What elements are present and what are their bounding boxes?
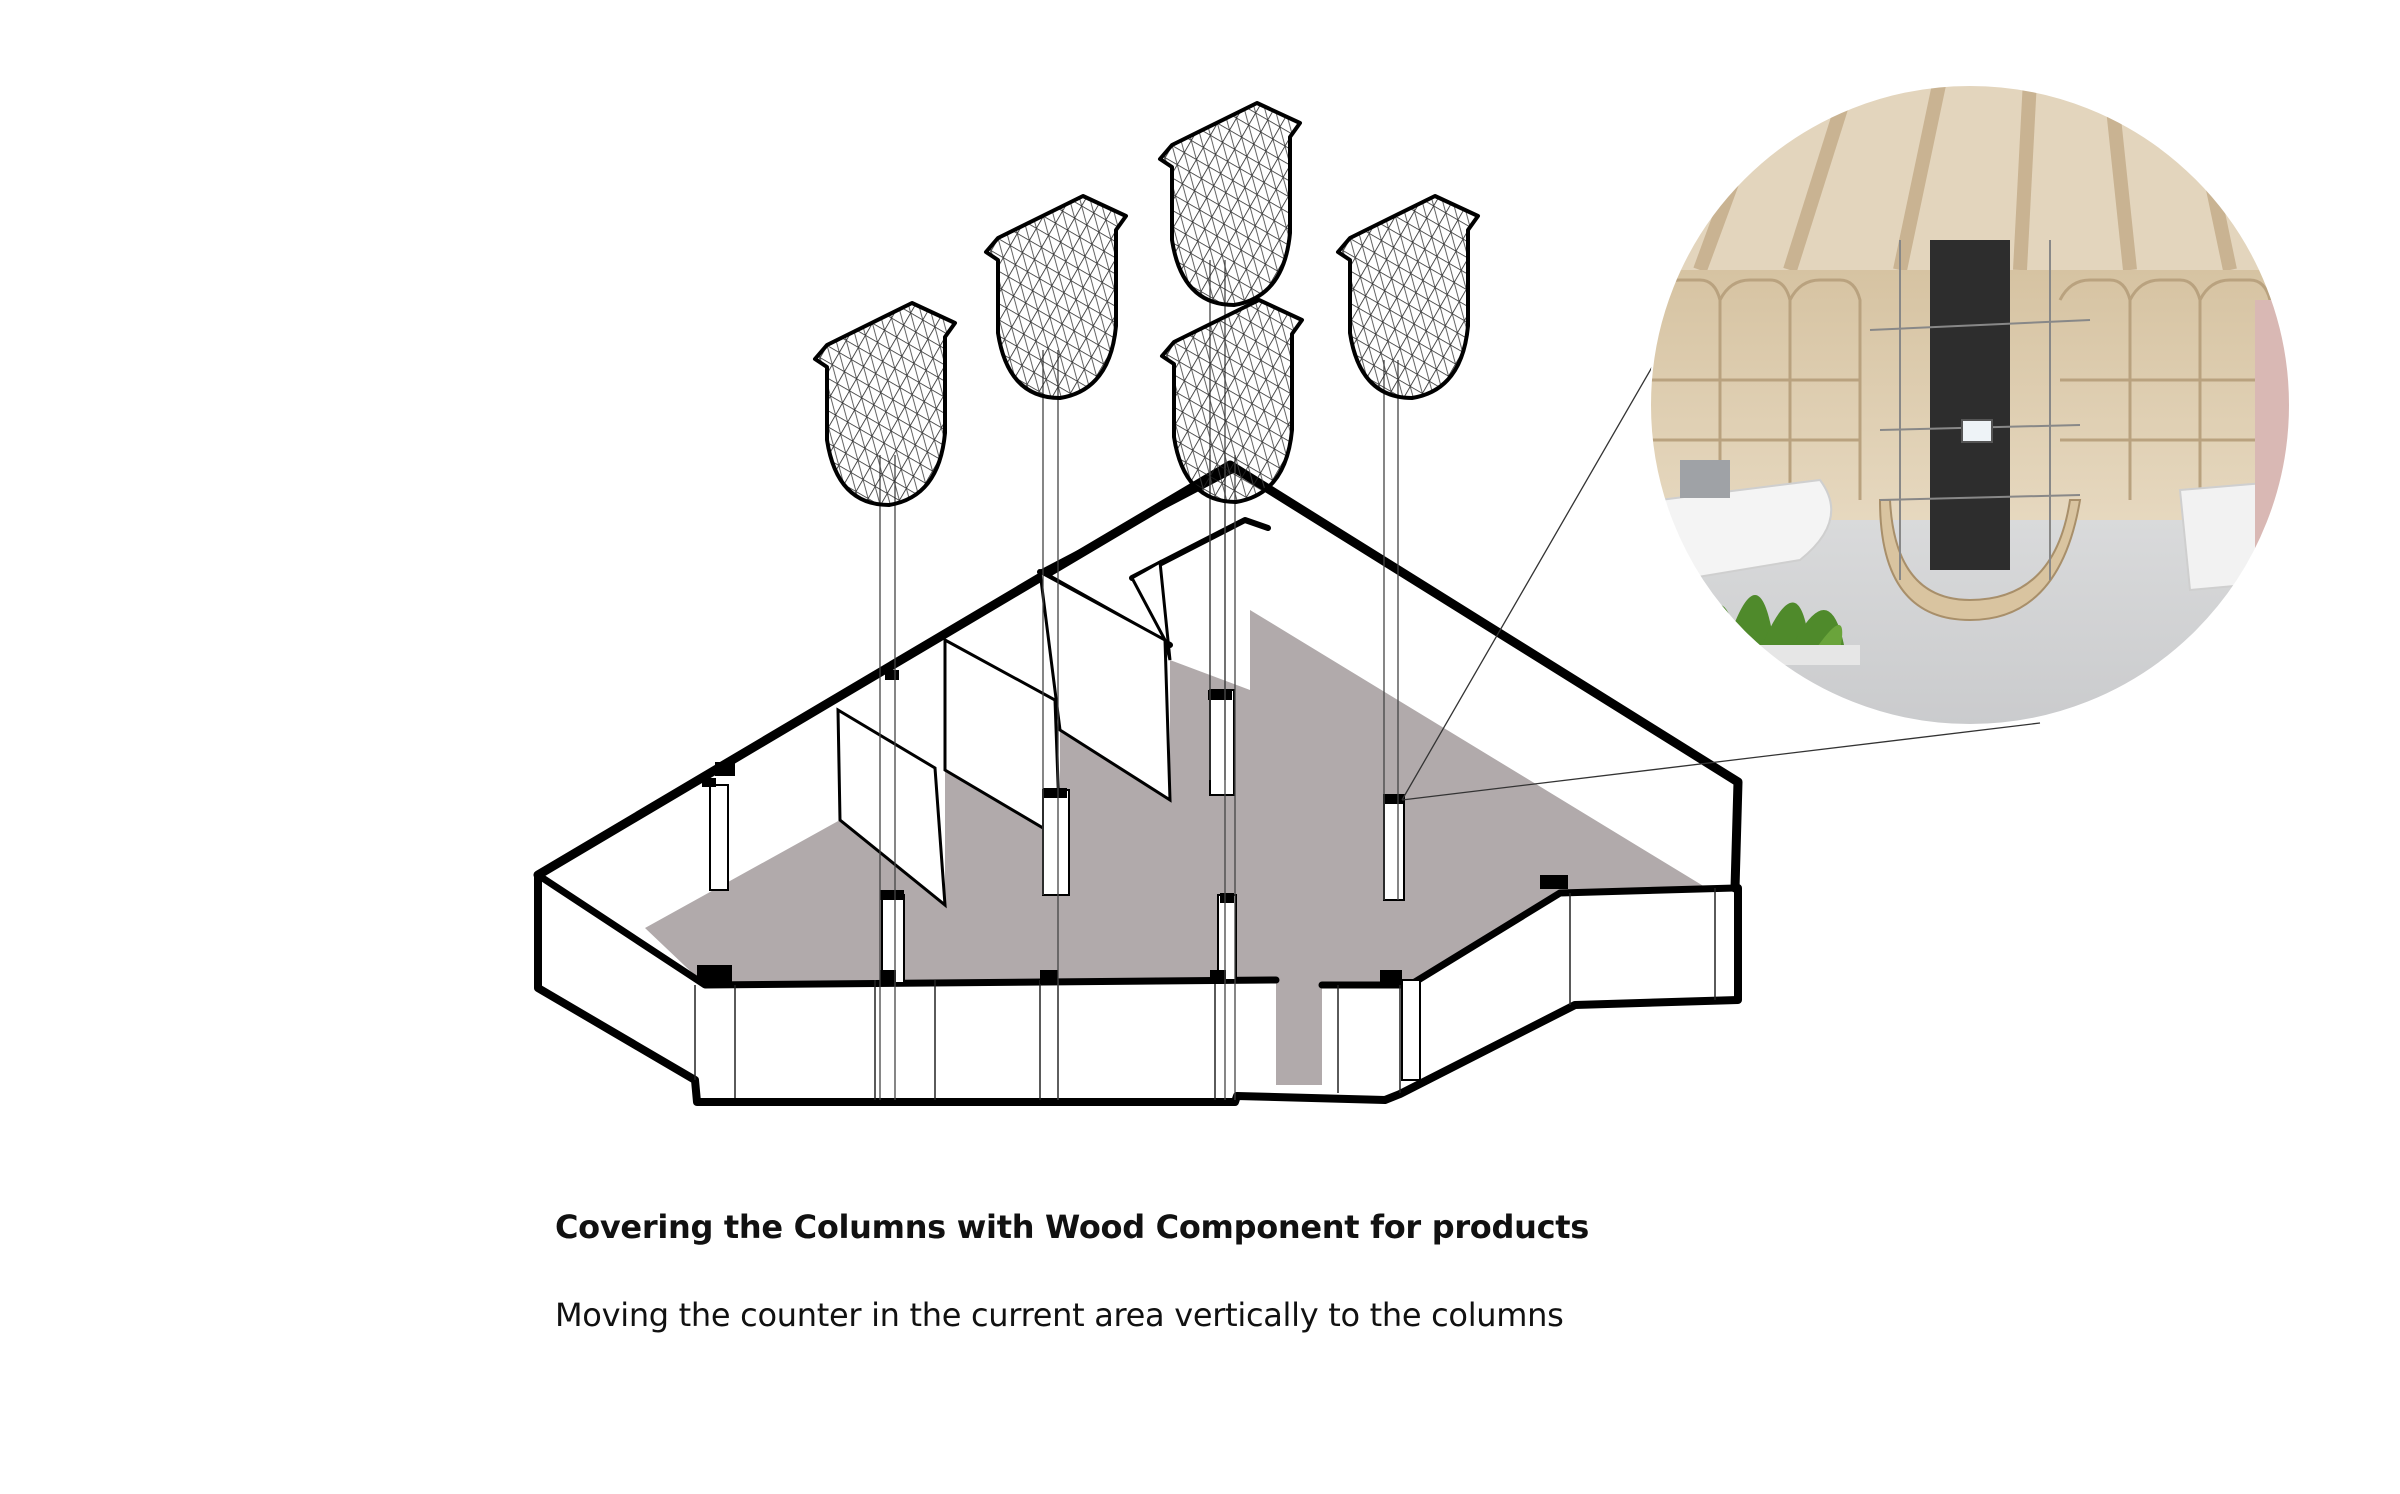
wood-column-cover-icon [813,101,1480,507]
column-caps [697,670,1568,984]
floor-plane [645,610,1735,1085]
caption-title: Covering the Columns with Wood Component… [555,1208,1589,1246]
caption-description: Moving the counter in the current area v… [555,1296,1564,1334]
caption: Covering the Columns with Wood Component… [555,1208,2155,1334]
render-callout-icon [1650,85,2290,725]
projection-lines [879,260,1399,1100]
callout-lines [1401,335,2041,801]
columns [709,689,1421,1081]
